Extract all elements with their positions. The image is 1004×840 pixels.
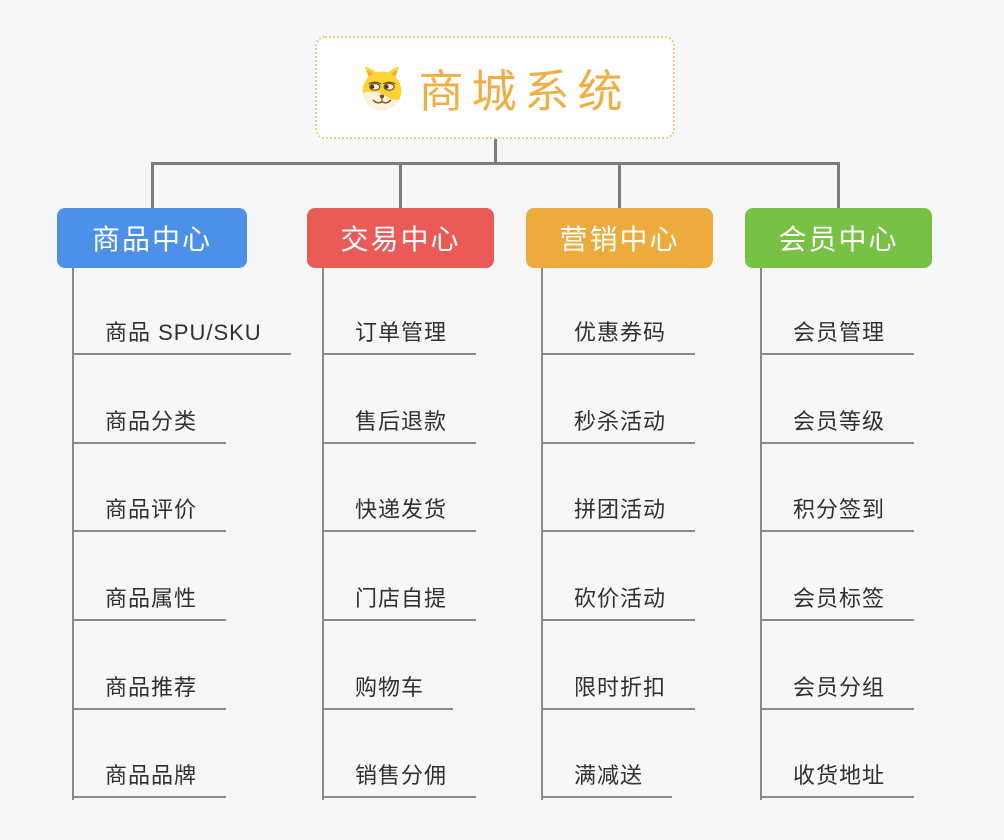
connector-branch-drop <box>399 162 402 208</box>
branch-label: 商品中心 <box>91 224 212 255</box>
item-label: 商品推荐 <box>105 675 198 700</box>
mindmap-item[interactable]: 商品 SPU/SKU <box>72 310 291 355</box>
connector-branch-drop <box>837 162 840 208</box>
item-label: 门店自提 <box>355 586 448 611</box>
branch-label: 营销中心 <box>559 224 680 255</box>
connector-root-stem <box>493 137 497 165</box>
item-label: 销售分佣 <box>355 763 448 788</box>
connector-horizontal-bar <box>150 162 840 165</box>
item-label: 商品 SPU/SKU <box>105 320 262 345</box>
item-label: 积分签到 <box>793 497 886 522</box>
mindmap-item[interactable]: 商品品牌 <box>72 753 227 798</box>
mindmap-item[interactable]: 会员等级 <box>760 399 915 444</box>
connector-branch-vline <box>322 268 324 800</box>
item-label: 快递发货 <box>355 497 448 522</box>
item-label: 购物车 <box>355 675 425 700</box>
root-title: 商城系统 <box>418 66 631 117</box>
mindmap-item[interactable]: 优惠券码 <box>541 310 696 355</box>
item-label: 会员分组 <box>793 675 886 700</box>
mindmap-item[interactable]: 销售分佣 <box>322 753 477 798</box>
item-label: 收货地址 <box>793 763 886 788</box>
mindmap-item[interactable]: 会员管理 <box>760 310 915 355</box>
mindmap-item[interactable]: 秒杀活动 <box>541 399 696 444</box>
item-label: 限时折扣 <box>574 675 667 700</box>
mindmap-item[interactable]: 门店自提 <box>322 576 477 621</box>
item-label: 砍价活动 <box>574 586 667 611</box>
branch-label: 交易中心 <box>340 224 461 255</box>
mindmap-item[interactable]: 快递发货 <box>322 487 477 532</box>
item-label: 秒杀活动 <box>574 409 667 434</box>
mindmap-item[interactable]: 订单管理 <box>322 310 477 355</box>
mindmap-item[interactable]: 积分签到 <box>760 487 915 532</box>
mindmap-item[interactable]: 购物车 <box>322 665 454 710</box>
mindmap-item[interactable]: 商品评价 <box>72 487 227 532</box>
mindmap-item[interactable]: 售后退款 <box>322 399 477 444</box>
branch-node[interactable]: 会员中心 <box>745 208 932 268</box>
branch-node[interactable]: 交易中心 <box>307 208 494 268</box>
item-label: 商品品牌 <box>105 763 198 788</box>
mindmap-item[interactable]: 会员标签 <box>760 576 915 621</box>
root-node[interactable]: 商城系统 <box>315 36 675 139</box>
connector-branch-vline <box>72 268 74 800</box>
connector-branch-drop <box>150 162 154 208</box>
mindmap-item[interactable]: 会员分组 <box>760 665 915 710</box>
item-label: 售后退款 <box>355 409 448 434</box>
branch-label: 会员中心 <box>778 224 899 255</box>
item-label: 会员管理 <box>793 320 886 345</box>
item-label: 商品分类 <box>105 409 198 434</box>
item-label: 满减送 <box>574 763 644 788</box>
item-label: 商品评价 <box>105 497 198 522</box>
branch-node[interactable]: 营销中心 <box>526 208 713 268</box>
connector-branch-vline <box>541 268 543 800</box>
doge-face-icon <box>359 65 405 111</box>
mindmap-item[interactable]: 限时折扣 <box>541 665 696 710</box>
connector-branch-vline <box>760 268 762 800</box>
item-label: 优惠券码 <box>574 320 667 345</box>
mindmap-item[interactable]: 满减送 <box>541 753 673 798</box>
mindmap-item[interactable]: 拼团活动 <box>541 487 696 532</box>
mindmap-item[interactable]: 商品分类 <box>72 399 227 444</box>
mindmap-item[interactable]: 砍价活动 <box>541 576 696 621</box>
item-label: 商品属性 <box>105 586 198 611</box>
mindmap-item[interactable]: 商品推荐 <box>72 665 227 710</box>
mindmap-item[interactable]: 收货地址 <box>760 753 915 798</box>
item-label: 拼团活动 <box>574 497 667 522</box>
item-label: 订单管理 <box>355 320 448 345</box>
mindmap-item[interactable]: 商品属性 <box>72 576 227 621</box>
connector-branch-drop <box>618 162 621 208</box>
item-label: 会员标签 <box>793 586 886 611</box>
branch-node[interactable]: 商品中心 <box>57 208 247 268</box>
item-label: 会员等级 <box>793 409 886 434</box>
